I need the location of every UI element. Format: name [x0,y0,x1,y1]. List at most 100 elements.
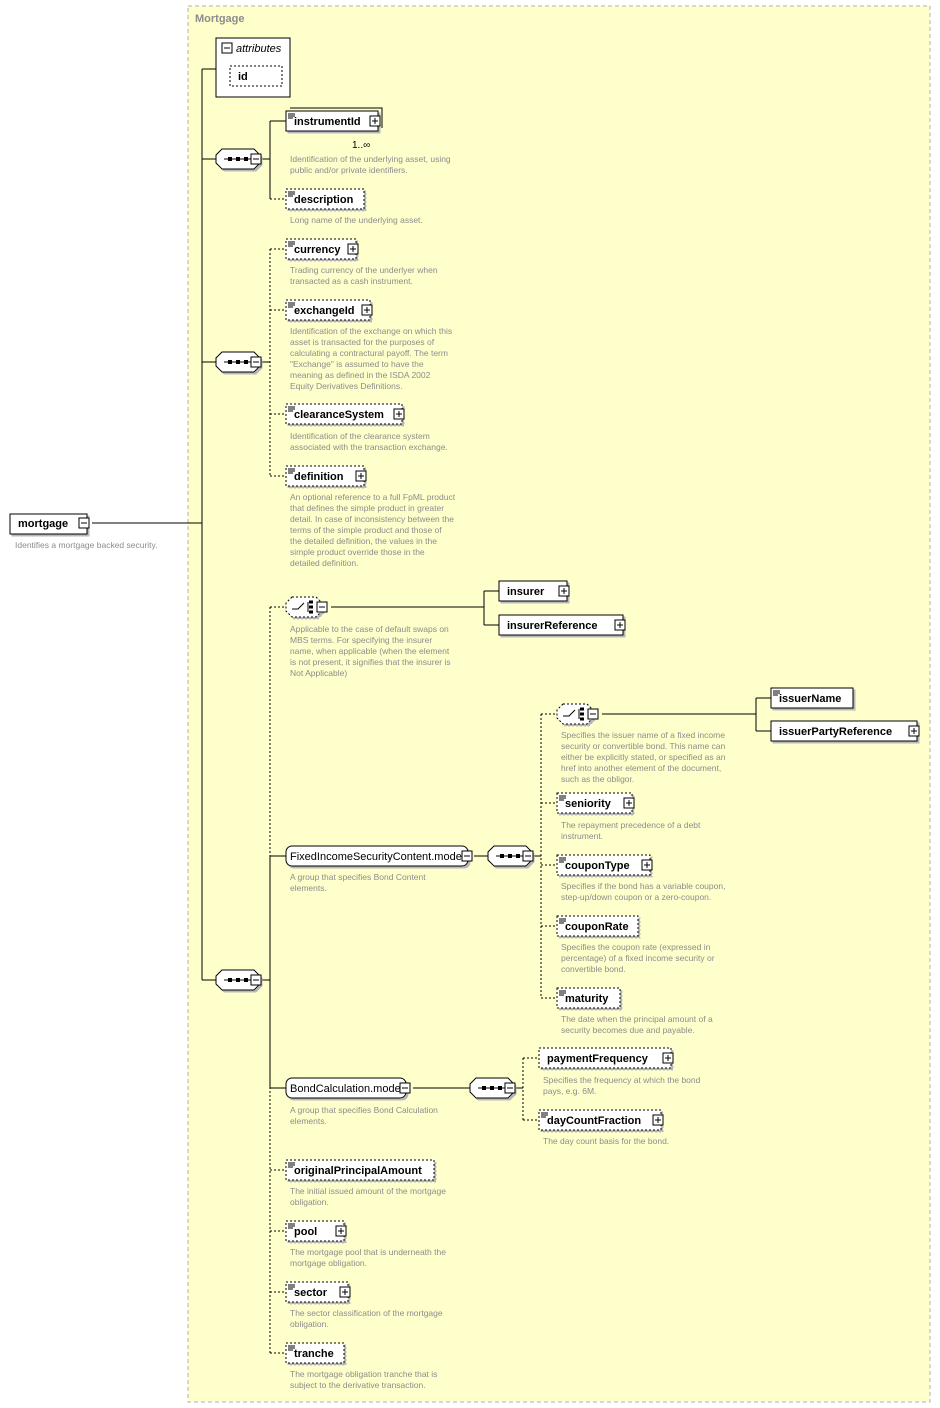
expand-icon[interactable] [558,585,570,597]
element-label: originalPrincipalAmount [294,1165,422,1177]
collapse-icon[interactable] [78,517,90,529]
group-BondCalculation[interactable]: BondCalculation.model [285,1077,411,1099]
collapse-icon[interactable] [587,708,599,720]
element-couponRate[interactable]: couponRate [556,915,639,937]
element-currency[interactable]: currency [285,238,359,260]
element-label: pool [294,1226,317,1238]
element-definition[interactable]: definition [285,465,367,487]
element-maturity[interactable]: maturity [556,987,621,1009]
element-label: issuerPartyReference [779,726,892,738]
element-label: maturity [565,993,609,1005]
element-sector[interactable]: sector [285,1281,351,1303]
element-clearanceSystem[interactable]: clearanceSystem [285,403,405,425]
element-label: instrumentId [294,116,361,128]
documentation-icon [288,406,295,412]
expand-icon[interactable] [614,619,626,631]
choice-compositor[interactable] [556,703,599,725]
complex-type-title: Mortgage [195,13,245,25]
element-seniority[interactable]: seniority [556,792,635,814]
sequence-compositor[interactable] [469,1077,516,1099]
expand-icon[interactable] [339,1286,351,1298]
collapse-icon[interactable] [221,42,233,54]
sequence-compositor[interactable] [487,845,534,867]
sequence-compositor[interactable] [215,148,262,170]
annotation-exchangeId: Identification of the exchange on which … [290,326,452,391]
expand-icon[interactable] [369,115,381,127]
sequence-compositor[interactable] [215,351,262,373]
collapse-icon[interactable] [461,850,473,862]
element-originalPrincipalAmount[interactable]: originalPrincipalAmount [285,1159,435,1181]
documentation-icon [559,918,566,924]
attributes-box: attributes id [215,37,291,98]
collapse-icon[interactable] [250,974,262,986]
element-instrumentId[interactable]: instrumentId 1..∞ [285,107,383,151]
element-label: paymentFrequency [547,1053,649,1065]
choice-compositor[interactable] [285,596,328,618]
element-label: definition [294,471,344,483]
annotation-issuer-choice: Specifies the issuer name of a fixed inc… [561,730,726,784]
root-element-mortgage[interactable]: mortgage Identifies a mortgage backed se… [9,513,158,550]
group-FixedIncomeSecurityContent[interactable]: FixedIncomeSecurityContent.model [285,845,473,867]
element-label: exchangeId [294,305,355,317]
expand-icon[interactable] [641,859,653,871]
documentation-icon [559,857,566,863]
documentation-icon [288,468,295,474]
collapse-icon[interactable] [522,850,534,862]
group-label: BondCalculation.model [290,1083,403,1095]
element-insurer[interactable]: insurer [498,580,570,602]
expand-icon[interactable] [908,725,920,737]
documentation-icon [288,191,295,197]
element-couponType[interactable]: couponType [556,854,653,876]
element-label: currency [294,244,341,256]
element-issuerPartyReference[interactable]: issuerPartyReference [770,720,920,742]
annotation-description: Long name of the underlying asset. [290,215,423,225]
attribute-id[interactable] [229,65,283,87]
expand-icon[interactable] [335,1225,347,1237]
group-label: FixedIncomeSecurityContent.model [290,851,464,863]
element-tranche[interactable]: tranche [285,1342,345,1364]
element-label: seniority [565,798,612,810]
element-label: description [294,194,354,206]
element-insurerReference[interactable]: insurerReference [498,614,626,636]
connector-lines [92,68,771,1354]
cardinality-label: 1..∞ [352,140,370,151]
collapse-icon[interactable] [316,601,328,613]
collapse-icon[interactable] [504,1082,516,1094]
element-description[interactable]: description [285,188,365,210]
expand-icon[interactable] [347,243,359,255]
expand-icon[interactable] [662,1052,674,1064]
annotation-originalPrincipalAmount: The initial issued amount of the mortgag… [290,1186,446,1207]
collapse-icon[interactable] [250,356,262,368]
documentation-icon [288,1223,295,1229]
element-label: sector [294,1287,328,1299]
collapse-icon[interactable] [250,153,262,165]
collapse-icon[interactable] [399,1082,411,1094]
expand-icon[interactable] [393,408,405,420]
annotation-sector: The sector classification of the mortgag… [290,1308,443,1329]
element-label: tranche [294,1348,334,1360]
element-dayCountFraction[interactable]: dayCountFraction [538,1109,664,1131]
documentation-icon [773,690,780,696]
expand-icon[interactable] [623,797,635,809]
documentation-icon [288,1345,295,1351]
sequence-compositor[interactable] [215,969,262,991]
element-pool[interactable]: pool [285,1220,347,1242]
documentation-icon [559,990,566,996]
expand-icon[interactable] [361,304,373,316]
element-label: couponType [565,860,630,872]
element-issuerName[interactable]: issuerName [770,687,854,709]
documentation-icon [288,241,295,247]
element-paymentFrequency[interactable]: paymentFrequency [538,1047,674,1069]
annotation-definition: An optional reference to a full FpML pro… [290,492,456,568]
documentation-icon [288,302,295,308]
expand-icon[interactable] [652,1114,664,1126]
element-label: clearanceSystem [294,409,384,421]
expand-icon[interactable] [355,470,367,482]
element-exchangeId[interactable]: exchangeId [285,299,373,321]
